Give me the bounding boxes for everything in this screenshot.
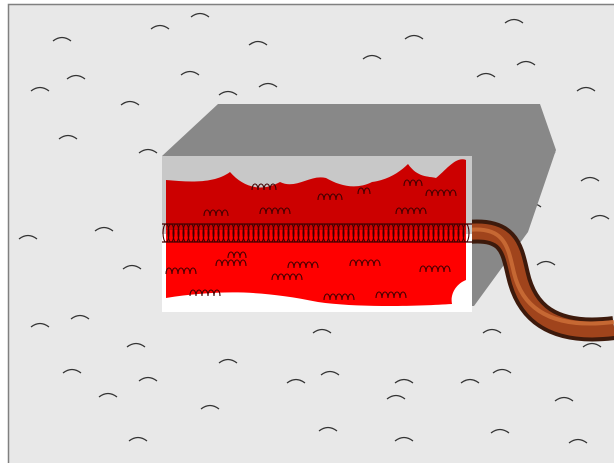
- cut-face: [162, 156, 472, 312]
